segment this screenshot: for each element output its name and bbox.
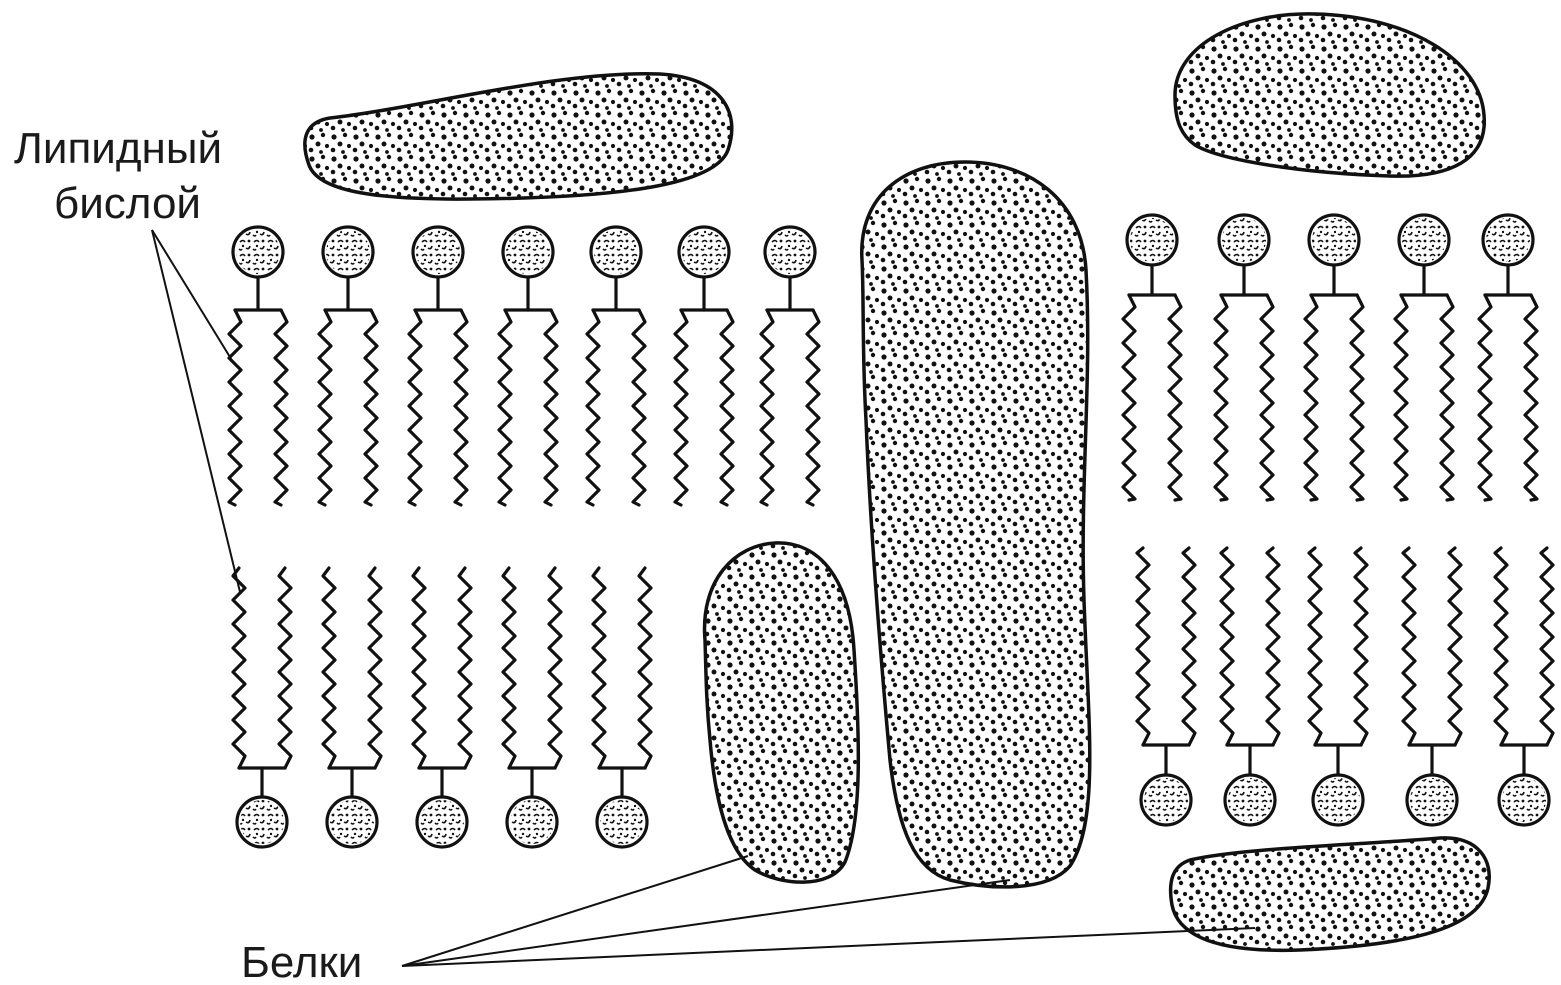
phosphate-head-texture xyxy=(768,230,812,274)
phospholipid xyxy=(1305,215,1363,500)
fatty-acid-tail xyxy=(721,310,733,505)
fatty-acid-tail xyxy=(1123,295,1135,500)
phospholipid xyxy=(503,568,561,847)
phosphate-head-texture xyxy=(510,800,554,844)
phosphate-head-texture xyxy=(236,230,280,274)
protein-top-right-dots xyxy=(1175,14,1484,176)
fatty-acid-tail xyxy=(459,568,471,768)
phospholipid xyxy=(319,227,377,505)
phospholipid xyxy=(1215,215,1273,500)
fatty-acid-tail xyxy=(587,310,599,505)
protein-transmembrane-dots xyxy=(862,162,1090,887)
phosphate-head-texture xyxy=(1486,218,1530,262)
protein-top-left-dots xyxy=(305,74,732,199)
fatty-acid-tail xyxy=(1261,295,1273,500)
fatty-acid-tail xyxy=(675,310,687,505)
fatty-acid-tail xyxy=(1351,295,1363,500)
phosphate-head-texture xyxy=(1130,218,1174,262)
phospholipid xyxy=(1495,548,1553,825)
fatty-acid-tail xyxy=(639,568,651,768)
label-lipid-bilayer-line2: бислой xyxy=(54,179,201,228)
phospholipid xyxy=(233,568,291,847)
phospholipid xyxy=(1221,548,1279,825)
fatty-acid-tail xyxy=(1495,548,1507,745)
fatty-acid-tail xyxy=(1137,548,1149,745)
fatty-acid-tail xyxy=(1525,295,1537,500)
label-lipid-bilayer-line1: Липидный xyxy=(14,124,222,173)
phosphate-head-texture xyxy=(420,800,464,844)
phosphate-head-texture xyxy=(600,800,644,844)
phospholipid xyxy=(1309,548,1367,825)
phospholipid xyxy=(1479,215,1537,500)
fatty-acid-tail xyxy=(807,310,819,505)
fatty-acid-tail xyxy=(1221,548,1233,745)
phosphate-head-texture xyxy=(594,230,638,274)
phospholipid xyxy=(413,568,471,847)
fatty-acid-tail xyxy=(1183,548,1195,745)
fatty-acid-tail xyxy=(545,310,557,505)
phosphate-head-texture xyxy=(682,230,726,274)
phospholipid xyxy=(587,227,645,505)
fatty-acid-tail xyxy=(413,568,425,768)
fatty-acid-tail xyxy=(1479,295,1491,500)
phospholipid xyxy=(323,568,381,847)
fatty-acid-tail xyxy=(1305,295,1317,500)
phosphate-head-texture xyxy=(1228,778,1272,822)
phosphate-head-texture xyxy=(1222,218,1266,262)
phospholipid xyxy=(499,227,557,505)
phosphate-head-texture xyxy=(506,230,550,274)
fatty-acid-tail xyxy=(593,568,605,768)
phosphate-head-texture xyxy=(1312,218,1356,262)
fatty-acid-tail xyxy=(229,310,241,505)
phosphate-head-texture xyxy=(1316,778,1360,822)
fatty-acid-tail xyxy=(503,568,515,768)
fatty-acid-tail xyxy=(549,568,561,768)
phosphate-head-texture xyxy=(416,230,460,274)
fatty-acid-tail xyxy=(455,310,467,505)
fatty-acid-tail xyxy=(1215,295,1227,500)
phosphate-head-texture xyxy=(326,230,370,274)
fatty-acid-tail xyxy=(365,310,377,505)
fatty-acid-tail xyxy=(319,310,331,505)
phospholipid xyxy=(1123,215,1181,500)
phosphate-head-texture xyxy=(1144,778,1188,822)
phospholipid xyxy=(409,227,467,505)
phospholipid xyxy=(1137,548,1195,825)
label-proteins: Белки xyxy=(241,938,362,985)
phospholipid xyxy=(593,568,651,847)
fatty-acid-tail xyxy=(1267,548,1279,745)
pointer-bilayer-lower xyxy=(152,230,240,592)
fatty-acid-tail xyxy=(275,310,287,505)
fatty-acid-tail xyxy=(1395,295,1407,500)
pointer-protein-middle xyxy=(402,856,748,966)
phosphate-head-texture xyxy=(1402,218,1446,262)
phospholipid xyxy=(1395,215,1453,500)
pointer-bilayer-upper xyxy=(152,230,233,362)
fatty-acid-tail xyxy=(1169,295,1181,500)
fatty-acid-tail xyxy=(409,310,421,505)
fatty-acid-tail xyxy=(499,310,511,505)
phospholipid xyxy=(675,227,733,505)
phosphate-head-texture xyxy=(1502,778,1546,822)
fatty-acid-tail xyxy=(1403,548,1415,745)
fatty-acid-tail xyxy=(1309,548,1321,745)
fatty-acid-tail xyxy=(1449,548,1461,745)
fatty-acid-tail xyxy=(323,568,335,768)
fatty-acid-tail xyxy=(1541,548,1553,745)
fatty-acid-tail xyxy=(1441,295,1453,500)
phospholipid xyxy=(1403,548,1461,825)
fatty-acid-tail xyxy=(1355,548,1367,745)
pointer-lines xyxy=(152,230,1255,966)
phosphate-head-texture xyxy=(330,800,374,844)
fatty-acid-tail xyxy=(633,310,645,505)
phosphate-head-texture xyxy=(1410,778,1454,822)
fatty-acid-tail xyxy=(233,568,245,768)
phospholipid xyxy=(761,227,819,505)
phosphate-head-texture xyxy=(240,800,284,844)
fatty-acid-tail xyxy=(761,310,773,505)
fatty-acid-tail xyxy=(279,568,291,768)
phospholipid xyxy=(229,227,287,505)
fatty-acid-tail xyxy=(369,568,381,768)
